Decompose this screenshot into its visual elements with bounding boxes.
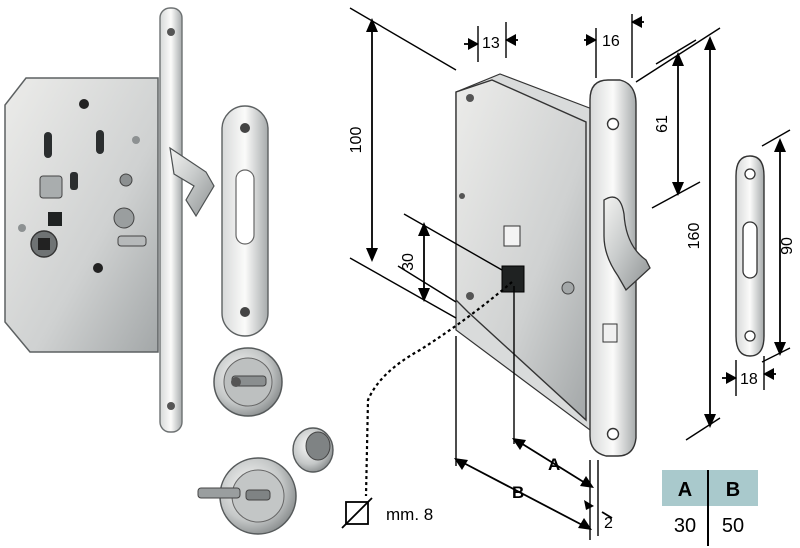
privacy-turn-pull bbox=[213, 347, 283, 417]
dim-label-90: 90 bbox=[779, 237, 796, 255]
hook-latch bbox=[169, 146, 215, 218]
lock-body-photo bbox=[4, 7, 215, 433]
dim-label-a: A bbox=[548, 455, 560, 474]
dimension-lines bbox=[349, 7, 791, 540]
table-header-a: A bbox=[678, 479, 692, 501]
cylinder-pull bbox=[292, 427, 334, 473]
table-header-b: B bbox=[726, 479, 740, 501]
table-header-cell-b bbox=[708, 470, 758, 506]
coin-release-pull bbox=[197, 457, 297, 535]
dim-label-18: 18 bbox=[740, 371, 758, 388]
lock-faceplate bbox=[159, 7, 183, 433]
table-value-a: 30 bbox=[674, 515, 696, 537]
drawing-lock-case bbox=[455, 79, 587, 422]
lock-technical-drawing bbox=[455, 73, 651, 457]
drawing-spindle-hole bbox=[501, 265, 525, 293]
lock-case-plate bbox=[4, 77, 159, 353]
dim-label-100: 100 bbox=[348, 127, 365, 154]
drawing-hook-latch bbox=[603, 196, 651, 292]
strike-plate-photo bbox=[221, 105, 269, 337]
dim-label-2: 2 bbox=[604, 515, 613, 532]
ab-table: A B 30 50 bbox=[662, 470, 758, 546]
dim-label-61: 61 bbox=[654, 115, 671, 133]
dim-label-30: 30 bbox=[400, 253, 417, 271]
dim-label-16: 16 bbox=[602, 33, 620, 50]
drawing-strike-plate bbox=[735, 155, 765, 357]
table-header-cell-a bbox=[662, 470, 708, 506]
dim-label-160: 160 bbox=[686, 223, 703, 250]
dim-label-b: B bbox=[512, 483, 524, 502]
square-spindle-symbol bbox=[341, 497, 373, 529]
table-value-b: 50 bbox=[722, 515, 744, 537]
square-spindle-size: mm. 8 bbox=[386, 505, 433, 524]
dim-label-13: 13 bbox=[482, 35, 500, 52]
